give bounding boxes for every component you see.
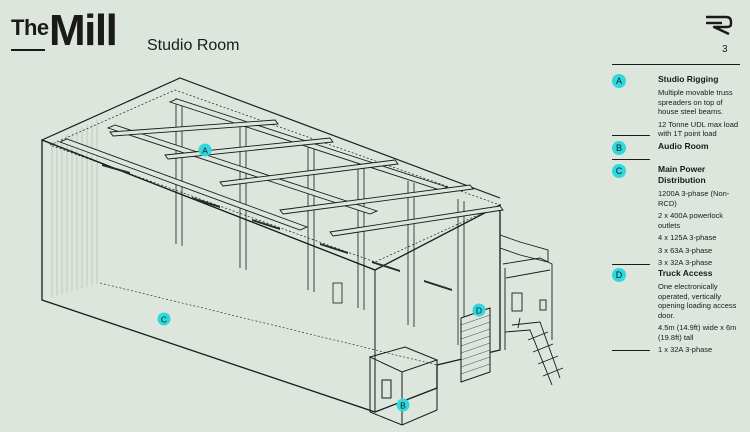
legend-desc-power-5: 3 x 32A 3-phase [658,258,713,267]
rear-door [332,282,343,304]
legend-title-audio-room: Audio Room [658,141,709,151]
svg-text:D: D [476,306,482,316]
truck-door [460,307,491,383]
floor-dashed-line [99,282,438,366]
roof-gable [41,77,501,199]
columns [175,98,465,347]
brand-mill: Mill [49,6,118,55]
legend-title-studio-rigging: Studio Rigging [658,74,719,84]
legend-badge-c: C [612,164,626,178]
wall-panels [102,164,452,291]
legend-separator [612,264,650,265]
legend-desc-power-3: 4 x 125A 3-phase [658,233,717,242]
legend-desc-power-1: 1200A 3-phase (Non-RCD) [658,189,730,208]
page-subtitle: Studio Room [147,37,240,54]
legend-title-main-power: Main Power Distribution [658,164,706,185]
marker-d: D [472,303,486,317]
legend-separator [612,350,650,351]
svg-text:A: A [202,146,208,156]
legend-desc-power-2: 2 x 400A powerlock outlets [658,211,724,230]
page-number: 3 [722,44,728,55]
svg-text:C: C [161,315,167,325]
legend-desc-rigging-2: 12 Tonne UDL max load with 1T point load [658,119,739,139]
svg-text:B: B [400,401,406,411]
brand-underline [11,49,45,51]
truss-beams [58,98,504,237]
legend-badge-d: D [612,268,626,282]
marker-c: C [157,312,171,326]
mill-logo-icon [704,14,734,41]
legend-separator [612,159,650,160]
legend-desc-power-4: 3 x 63A 3-phase [658,245,713,255]
truck-door-slats [460,314,491,375]
marker-a: A [198,143,212,157]
studio-building-diagram: A B C D [41,77,564,426]
brand-the: The [11,15,49,40]
legend-desc-truck-3: 1 x 32A 3-phase [658,345,713,354]
back-wall-shading [50,118,100,298]
marker-b: B [396,398,410,412]
legend-desc-truck-1: One electronically operated, vertically … [658,282,737,320]
legend-top-rule [612,64,740,65]
front-top-edge [41,139,376,271]
legend-badge-a: A [612,74,626,88]
audio-room-box [368,346,439,426]
legend-desc-rigging-1: Multiple movable truss spreaders on top … [658,88,733,116]
ceiling-dashed-outline [49,89,501,263]
legend-title-truck-access: Truck Access [658,268,713,278]
legend-separator [612,135,650,136]
annex-stairs [499,234,564,386]
legend-badge-b: B [612,141,626,155]
legend-desc-truck-2: 4.5m (14.9ft) wide x 6m (19.8ft) tall [658,323,737,342]
